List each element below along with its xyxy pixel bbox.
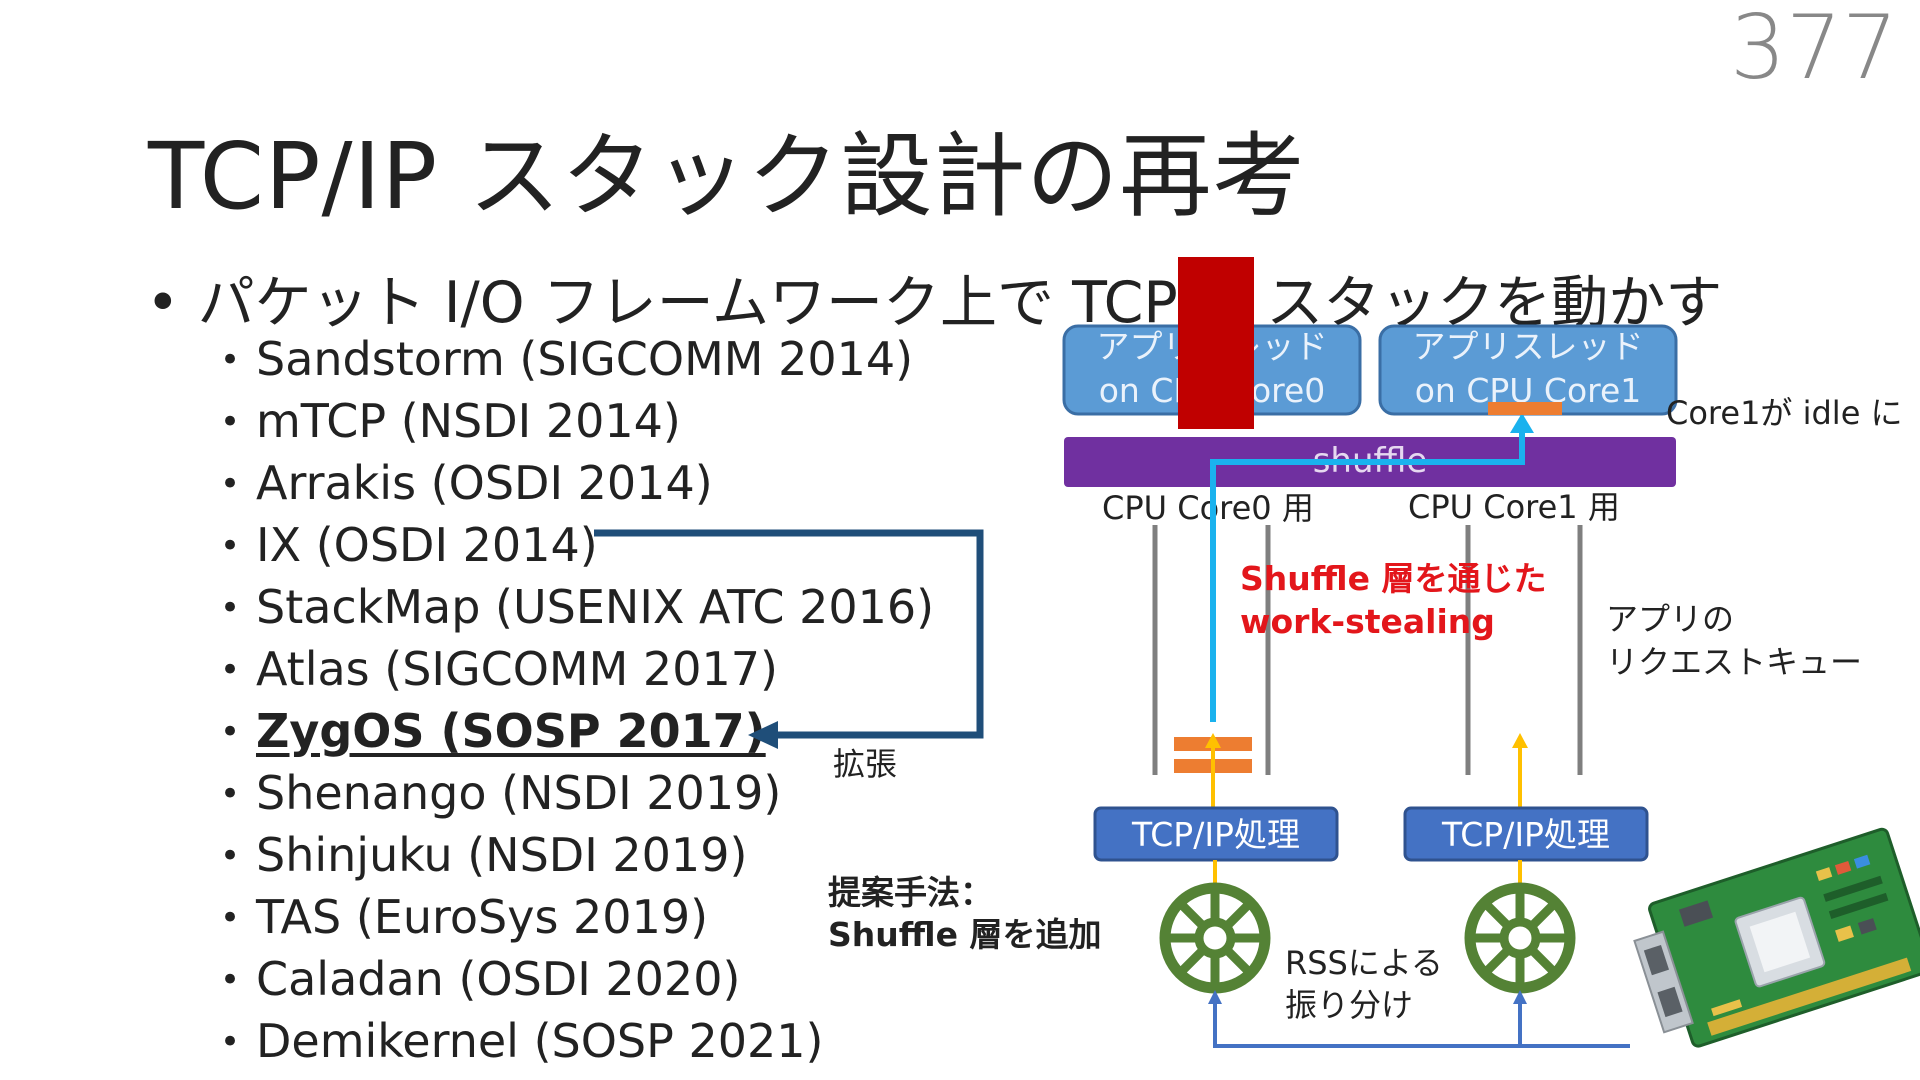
- yellow-arrow-core0: [1205, 733, 1221, 808]
- work-stealing-arrow: [1210, 413, 1534, 722]
- bullet-dot-icon: •: [220, 1022, 241, 1062]
- bullet-dot-icon: •: [220, 898, 241, 938]
- request-queue-label-2: リクエストキュー: [1606, 643, 1862, 681]
- work-stealing-label-2: work-stealing: [1240, 602, 1495, 641]
- slide-title: TCP/IP スタック設計の再考: [148, 123, 1306, 230]
- rss-wheel-icon: [1159, 882, 1271, 994]
- request-queue-label-1: アプリの: [1606, 600, 1734, 638]
- extend-label: 拡張: [833, 745, 897, 783]
- list-item: •Shenango (NSDI 2019): [220, 762, 934, 824]
- tcpip-core1-box: TCP/IP処理: [1403, 806, 1649, 862]
- request-queue-core0: [1152, 525, 1271, 775]
- list-item: •StackMap (USENIX ATC 2016): [220, 576, 934, 638]
- yellow-arrow-core1: [1512, 733, 1528, 808]
- bullet-dot-icon: •: [220, 340, 241, 380]
- list-item: •mTCP (NSDI 2014): [220, 390, 934, 452]
- core0-label: CPU Core0 用: [1102, 489, 1314, 527]
- proposal-label-1: 提案手法：: [828, 873, 993, 912]
- bullet-dot-icon: •: [220, 960, 241, 1000]
- proposal-label-2: Shuffle 層を追加: [828, 915, 1101, 954]
- list-item: •Atlas (SIGCOMM 2017): [220, 638, 934, 700]
- core1-idle-label: Core1が idle に: [1666, 394, 1903, 432]
- svg-text:アプリスレッド: アプリスレッド: [1413, 327, 1644, 366]
- svg-text:TCP/IP処理: TCP/IP処理: [1441, 815, 1610, 854]
- rss-label-1: RSSによる: [1285, 944, 1443, 982]
- bullet-dot-icon: •: [220, 774, 241, 814]
- work-stealing-label-1: Shuffle 層を通じた: [1240, 559, 1546, 598]
- bullet-dot-icon: •: [220, 402, 241, 442]
- list-item: •IX (OSDI 2014): [220, 514, 934, 576]
- extend-arrow: [594, 529, 984, 749]
- tcpip-core0-box: TCP/IP処理: [1093, 806, 1339, 862]
- bullet-dot-icon: •: [220, 712, 241, 752]
- list-item-highlighted: •ZygOS (SOSP 2017): [220, 700, 934, 762]
- nic-input-lines: [1208, 990, 1630, 1048]
- occluding-red-block: [1178, 257, 1254, 429]
- bullet-dot-icon: •: [220, 588, 241, 628]
- rss-wheel-icon: [1464, 882, 1576, 994]
- bullet-dot-icon: •: [146, 270, 180, 336]
- nic-card-icon: [1633, 827, 1920, 1048]
- bullet-dot-icon: •: [220, 836, 241, 876]
- core1-label: CPU Core1 用: [1408, 488, 1620, 526]
- list-item: •Shinjuku (NSDI 2019): [220, 824, 934, 886]
- bullet-dot-icon: •: [220, 650, 241, 690]
- bullet-dot-icon: •: [220, 526, 241, 566]
- list-item: •TAS (EuroSys 2019): [220, 886, 934, 948]
- rss-label-2: 振り分け: [1285, 986, 1413, 1024]
- request-queue-core1: [1465, 525, 1583, 775]
- bullet-dot-icon: •: [220, 464, 241, 504]
- page-number: 377: [1730, 0, 1898, 99]
- list-item: •Arrakis (OSDI 2014): [220, 452, 934, 514]
- app-thread-core1-box: アプリスレッド on CPU Core1: [1378, 324, 1678, 416]
- list-item: •Caladan (OSDI 2020): [220, 948, 934, 1010]
- svg-text:TCP/IP処理: TCP/IP処理: [1131, 815, 1300, 854]
- paper-list: •Sandstorm (SIGCOMM 2014) •mTCP (NSDI 20…: [220, 328, 934, 1072]
- list-item: •Demikernel (SOSP 2021): [220, 1010, 934, 1072]
- list-item: •Sandstorm (SIGCOMM 2014): [220, 328, 934, 390]
- stolen-packet: [1488, 402, 1562, 415]
